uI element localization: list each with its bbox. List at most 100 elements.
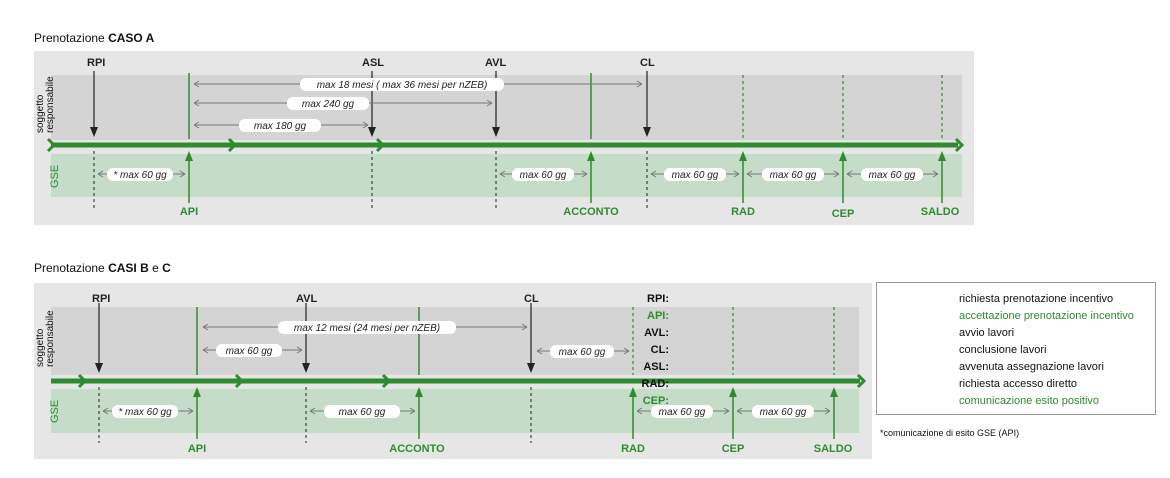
caso-bc-diagram: soggetto responsabile GSE RPI AVL CL max… <box>34 283 872 459</box>
gse-duration-text: max 60 gg <box>339 407 386 418</box>
gse-duration-pill <box>861 168 923 181</box>
duration-text: max 180 gg <box>254 121 307 132</box>
duration-pill <box>300 78 504 91</box>
cl-arrowhead <box>527 363 535 373</box>
saldo-arrowhead <box>830 387 838 397</box>
caso-a-row-label-2: responsabile <box>45 76 56 133</box>
duration-pill <box>278 321 456 334</box>
gse-duration-text: max 60 gg <box>520 170 567 181</box>
caso-bc-chevron <box>234 373 245 389</box>
gse-duration-text: * max 60 gg <box>113 170 167 181</box>
duration-arrowhead <box>193 80 643 88</box>
gse-duration-text: max 60 gg <box>659 407 706 418</box>
cl-arrowhead <box>643 127 651 137</box>
gse-duration-arrowhead <box>846 170 939 178</box>
duration-arrowhead <box>202 346 303 354</box>
caso-a-diagram: soggetto responsabile GSE RPI ASL AVL CL… <box>34 51 974 225</box>
caso-bc-chevron <box>77 373 88 389</box>
avl-arrowhead <box>302 363 310 373</box>
api-label: API <box>180 206 198 218</box>
caso-bc-row-label-1: soggetto <box>35 328 46 367</box>
cl-label: CL <box>524 293 539 305</box>
legend-box: RPI:richiesta prenotazione incentivo API… <box>642 282 1156 415</box>
duration-arrowhead <box>193 121 369 129</box>
caso-a-title: Prenotazione CASO A <box>34 31 155 45</box>
cl-label: CL <box>640 57 655 69</box>
gse-duration-arrowhead <box>736 407 831 415</box>
saldo-label: SALDO <box>921 206 960 218</box>
duration-text: max 60 gg <box>559 347 606 358</box>
gse-duration-pill <box>324 405 400 418</box>
caso-bc-gse-label: GSE <box>49 400 61 423</box>
duration-pill <box>287 97 369 110</box>
rad-arrowhead <box>739 151 747 161</box>
gse-duration-pill <box>762 168 824 181</box>
acconto-arrowhead <box>415 387 423 397</box>
gse-duration-pill <box>512 168 574 181</box>
acconto-arrowhead <box>587 151 595 161</box>
duration-text: max 60 gg <box>226 346 273 357</box>
rpi-label: RPI <box>87 57 105 69</box>
gse-duration-pill <box>112 405 178 418</box>
duration-pill <box>216 344 282 357</box>
cep-label: CEP <box>832 208 855 220</box>
gse-duration-arrowhead <box>636 407 730 415</box>
asl-label: ASL <box>362 57 384 69</box>
duration-pill <box>550 345 614 358</box>
duration-text: max 18 mesi ( max 36 mesi per nZEB) <box>317 80 488 91</box>
gse-duration-arrowhead <box>102 407 194 415</box>
avl-arrowhead <box>492 127 500 137</box>
caso-bc-chevron <box>856 373 867 389</box>
rpi-label: RPI <box>92 293 110 305</box>
gse-duration-pill <box>664 168 726 181</box>
duration-text: max 12 mesi (24 mesi per nZEB) <box>294 323 440 334</box>
api-arrowhead <box>193 387 201 397</box>
rpi-arrowhead <box>95 363 103 373</box>
caso-a-chevron <box>46 137 57 153</box>
caso-a-chevron <box>375 137 386 153</box>
gse-duration-text: max 60 gg <box>770 170 817 181</box>
caso-a-gse-label: GSE <box>49 165 61 188</box>
cep-arrowhead <box>729 387 737 397</box>
footnote: *comunicazione di esito GSE (API) <box>880 428 1020 438</box>
duration-arrowhead <box>536 347 630 355</box>
caso-a-chevron <box>954 137 965 153</box>
duration-arrowhead <box>202 323 528 331</box>
gse-duration-text: max 60 gg <box>869 170 916 181</box>
caso-bc-chevron <box>381 373 392 389</box>
acconto-label: ACCONTO <box>563 206 619 218</box>
saldo-arrowhead <box>938 151 946 161</box>
gse-duration-arrowhead <box>499 170 588 178</box>
duration-text: max 240 gg <box>302 99 355 110</box>
api-label: API <box>188 443 206 455</box>
caso-a-chevron <box>227 137 238 153</box>
caso-a-top-band <box>51 75 962 140</box>
gse-duration-arrowhead <box>309 407 416 415</box>
gse-duration-text: max 60 gg <box>760 407 807 418</box>
caso-bc-title: Prenotazione CASI B e C <box>34 261 171 275</box>
cep-arrowhead <box>839 151 847 161</box>
rad-arrowhead <box>629 387 637 397</box>
rad-label: RAD <box>731 206 755 218</box>
duration-arrowhead <box>193 99 493 107</box>
gse-duration-arrowhead <box>746 170 840 178</box>
gse-duration-arrowhead <box>650 170 740 178</box>
saldo-label: SALDO <box>814 443 853 455</box>
api-arrowhead <box>185 151 193 161</box>
gse-duration-text: * max 60 gg <box>118 407 172 418</box>
asl-arrowhead <box>368 127 376 137</box>
caso-bc-row-label-2: responsabile <box>45 310 56 367</box>
gse-duration-pill <box>651 405 713 418</box>
acconto-label: ACCONTO <box>389 443 445 455</box>
avl-label: AVL <box>485 57 506 69</box>
gse-duration-pill <box>107 168 173 181</box>
gse-duration-pill <box>752 405 814 418</box>
rad-label: RAD <box>621 443 645 455</box>
duration-pill <box>239 119 321 132</box>
rpi-arrowhead <box>90 127 98 137</box>
gse-duration-text: max 60 gg <box>672 170 719 181</box>
avl-label: AVL <box>296 293 317 305</box>
cep-label: CEP <box>722 443 745 455</box>
caso-a-row-label-1: soggetto <box>35 94 46 133</box>
gse-duration-arrowhead <box>97 170 186 178</box>
